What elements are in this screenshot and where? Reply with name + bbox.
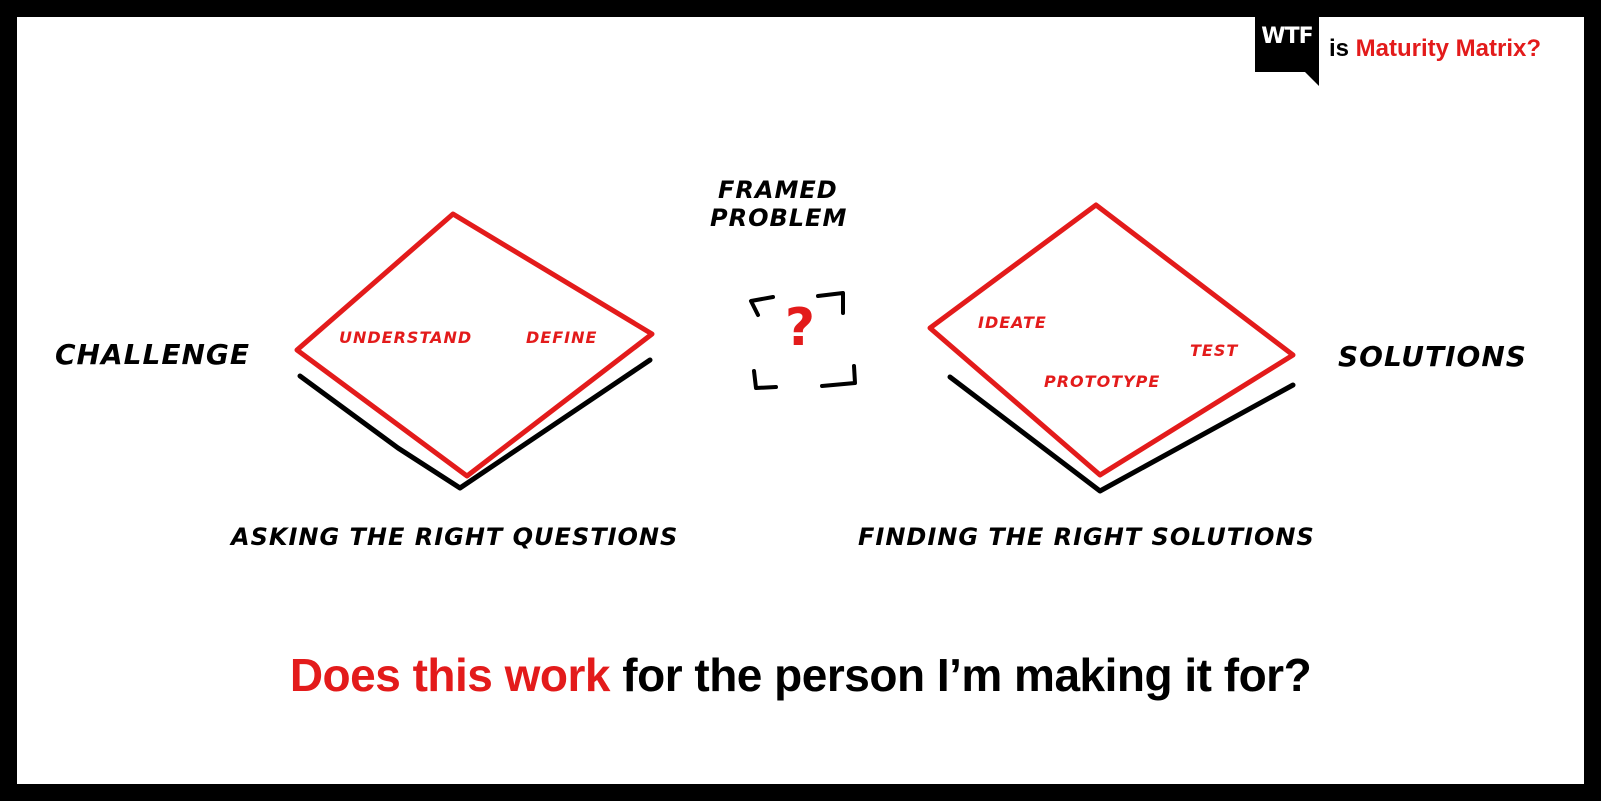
wtf-logo-text: WTF	[1261, 24, 1313, 49]
brand-is: is	[1328, 35, 1349, 62]
bracket-bottom-left	[752, 369, 778, 390]
left-caption: ASKING THE RIGHT QUESTIONS	[231, 523, 679, 551]
left-diamond	[294, 211, 655, 479]
question-mark: ?	[784, 298, 816, 358]
right-diamond-shadow	[947, 374, 1296, 494]
framed-label: FRAMED	[718, 176, 838, 204]
bracket-bottom-right	[820, 364, 857, 388]
stage-test: TEST	[1190, 341, 1239, 360]
brand-name: Maturity Matrix?	[1355, 35, 1541, 62]
stage-understand: UNDERSTAND	[339, 328, 473, 347]
bracket-top-left	[749, 295, 775, 317]
right-caption: FINDING THE RIGHT SOLUTIONS	[858, 523, 1315, 551]
left-diamond-shadow	[297, 357, 653, 491]
question-rest: for the person I’m making it for?	[610, 649, 1312, 701]
right-diamond	[927, 202, 1296, 478]
brand-header: WTF is Maturity Matrix?	[1254, 16, 1541, 86]
brand-title: is Maturity Matrix?	[1329, 25, 1541, 63]
wtf-logo: WTF	[1254, 16, 1319, 86]
bracket-top-right	[816, 291, 845, 315]
stage-ideate: IDEATE	[978, 313, 1047, 332]
stage-define: DEFINE	[526, 328, 598, 347]
frame-brackets	[749, 291, 857, 390]
closing-question: Does this work for the person I’m making…	[0, 648, 1601, 702]
question-highlight: Does this work	[289, 649, 611, 701]
stage-prototype: PROTOTYPE	[1044, 372, 1161, 391]
problem-label: PROBLEM	[710, 204, 848, 232]
solutions-label: SOLUTIONS	[1338, 340, 1527, 373]
challenge-label: CHALLENGE	[55, 338, 251, 371]
